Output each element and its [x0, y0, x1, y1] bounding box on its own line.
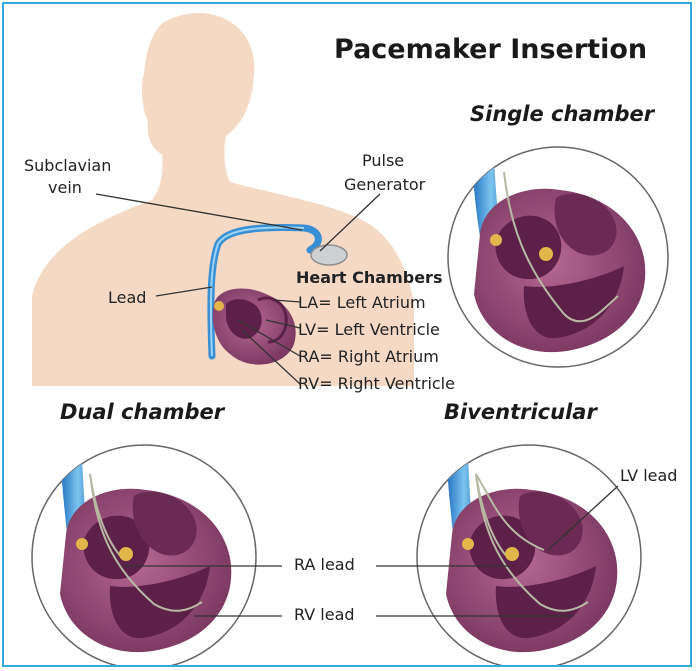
legend-item-la: LA= Left Atrium [298, 293, 426, 313]
legend-item-rv: RV= Right Ventricle [298, 374, 455, 394]
legend-item-ra: RA= Right Atrium [298, 347, 439, 367]
diagram-title: Pacemaker Insertion [334, 34, 647, 65]
legend-item-lv: LV= Left Ventricle [298, 320, 440, 340]
single-chamber-title: Single chamber [470, 102, 654, 126]
legend-title: Heart Chambers [296, 268, 442, 288]
pulse-label-line1: Pulse [362, 151, 404, 171]
dual-chamber-title: Dual chamber [60, 400, 224, 424]
lead-label: Lead [108, 288, 146, 308]
rv-lead-label: RV lead [294, 605, 355, 625]
ra-lead-label: RA lead [294, 555, 355, 575]
lv-lead-label: LV lead [620, 466, 677, 486]
biventricular-title: Biventricular [444, 400, 597, 424]
subclavian-label-line1: Subclavian [24, 156, 111, 176]
pulse-generator-device [311, 245, 347, 265]
pulse-label-line2: Generator [344, 175, 425, 195]
subclavian-label-line2: vein [48, 178, 82, 198]
